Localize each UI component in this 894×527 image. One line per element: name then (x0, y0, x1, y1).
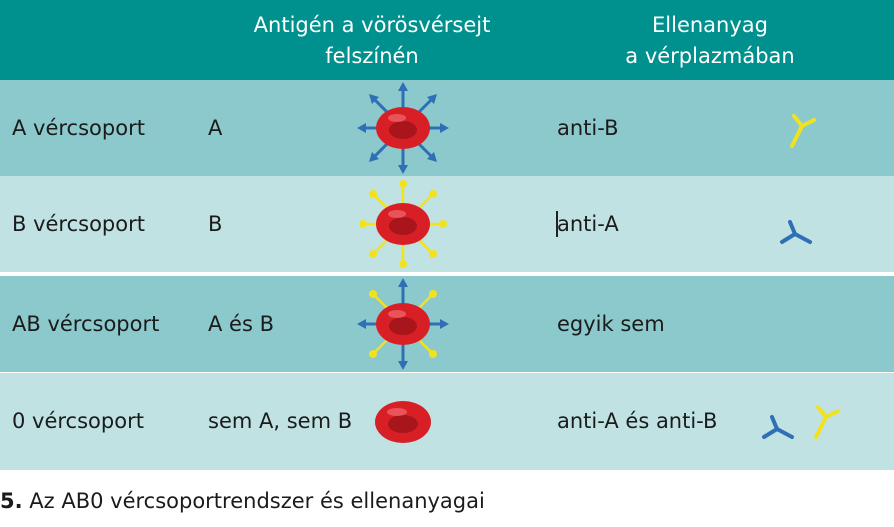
antibody-yellow-icon (790, 114, 816, 148)
table-row-ab: AB vércsoport A és B egyik sem (0, 276, 894, 372)
header-antibody: Ellenanyag a vérplazmában (625, 13, 795, 68)
antigen-label: A (208, 116, 223, 140)
blood-group-table: Antigén a vörösvérsejt felszínén Ellenan… (0, 0, 894, 470)
antibody-yellow-icon (814, 405, 840, 439)
antibody-blue-icon (780, 220, 812, 244)
rbc-antigen-b-icon (359, 180, 447, 268)
figure-caption-text: Az AB0 vércsoportrendszer és ellenanyaga… (22, 489, 485, 513)
rbc-antigen-ab-icon (357, 278, 449, 370)
antigen-label: B (208, 212, 223, 236)
antibody-label: egyik sem (557, 312, 665, 336)
antibody-label: anti-A és anti-B (557, 409, 718, 433)
header-antigen: Antigén a vörösvérsejt felszínén (253, 13, 491, 68)
rbc-antigen-a-icon (357, 82, 449, 174)
antigen-label: A és B (208, 312, 274, 336)
blood-group-name: A vércsoport (12, 116, 145, 140)
blood-group-name: AB vércsoport (12, 312, 160, 336)
table-row-a: A vércsoport A anti-B (0, 80, 894, 176)
antibody-label: anti-A (557, 212, 619, 236)
rbc-plain-icon (375, 401, 431, 443)
antibody-label: anti-B (557, 116, 619, 140)
figure-number: 5. (0, 489, 23, 513)
antibody-blue-icon (762, 415, 794, 439)
blood-group-name: 0 vércsoport (12, 409, 144, 433)
blood-group-name: B vércsoport (12, 212, 145, 236)
table-header: Antigén a vörösvérsejt felszínén Ellenan… (0, 0, 894, 80)
antigen-label: sem A, sem B (208, 409, 353, 433)
figure-caption: 5. Az AB0 vércsoportrendszer és ellenany… (0, 487, 485, 515)
table-row-0: 0 vércsoport sem A, sem B anti-A és anti… (0, 373, 894, 470)
table-row-b: B vércsoport B anti-A (0, 176, 894, 272)
text-cursor (556, 211, 558, 237)
